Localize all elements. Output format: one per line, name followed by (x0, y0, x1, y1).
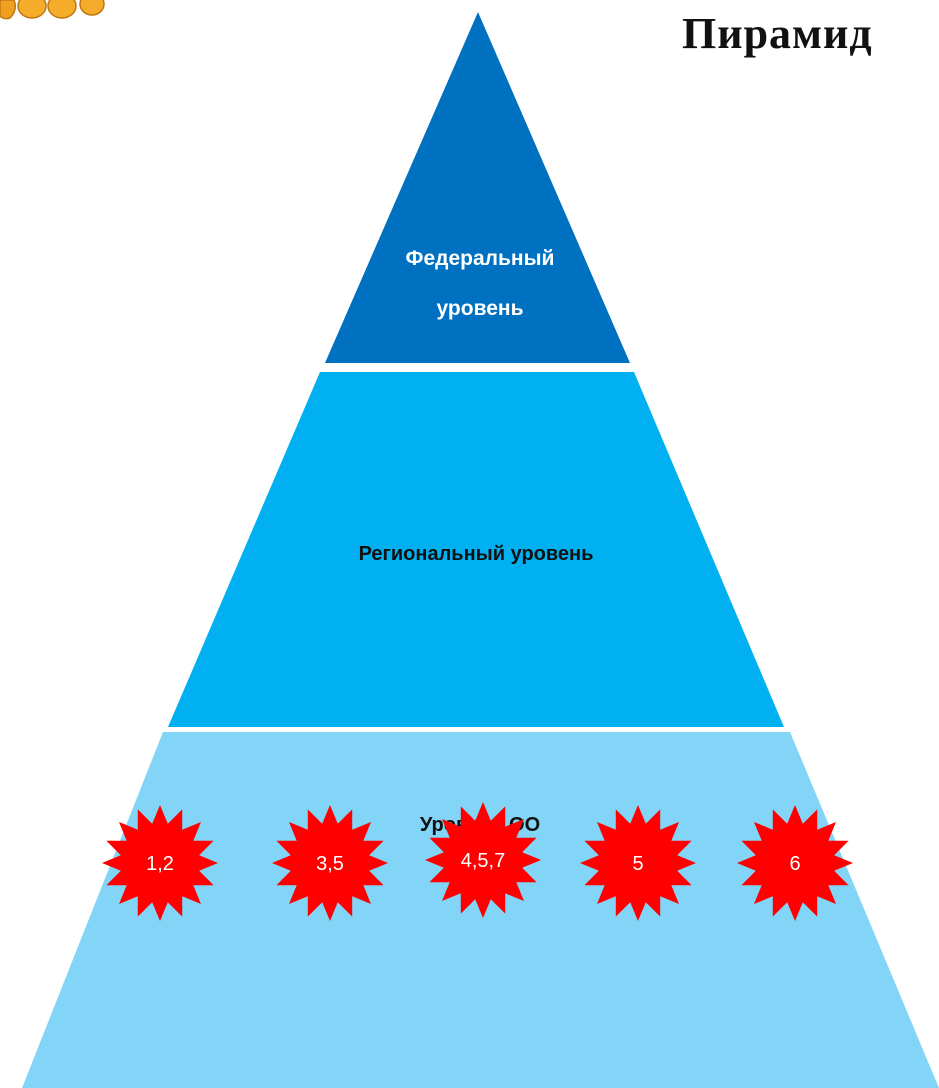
star-badge-label: 6 (789, 853, 800, 875)
star-badge-label: 3,5 (316, 853, 344, 875)
star-badge: 1,2 (102, 805, 218, 921)
federal-level-tier (325, 12, 630, 363)
star-badge: 3,5 (272, 805, 388, 921)
star-badge-label: 4,5,7 (461, 850, 505, 872)
federal-level-label-line2: уровень (437, 297, 524, 320)
starburst-shape (272, 805, 388, 921)
page-title: Пирамид (682, 9, 873, 58)
regional-level-tier (168, 372, 784, 727)
starburst-shape (580, 805, 696, 921)
star-badge: 5 (580, 805, 696, 921)
starburst-shape (737, 805, 853, 921)
regional-level-label: Региональный уровень (359, 543, 594, 565)
star-badge: 4,5,7 (425, 802, 541, 918)
logo-fragment (0, 0, 105, 20)
starburst-shape (425, 802, 541, 918)
star-badge: 6 (737, 805, 853, 921)
star-badge-label: 1,2 (146, 853, 174, 875)
federal-level-label-line1: Федеральный (406, 247, 555, 270)
star-badge-label: 5 (632, 853, 643, 875)
starburst-shape (102, 805, 218, 921)
